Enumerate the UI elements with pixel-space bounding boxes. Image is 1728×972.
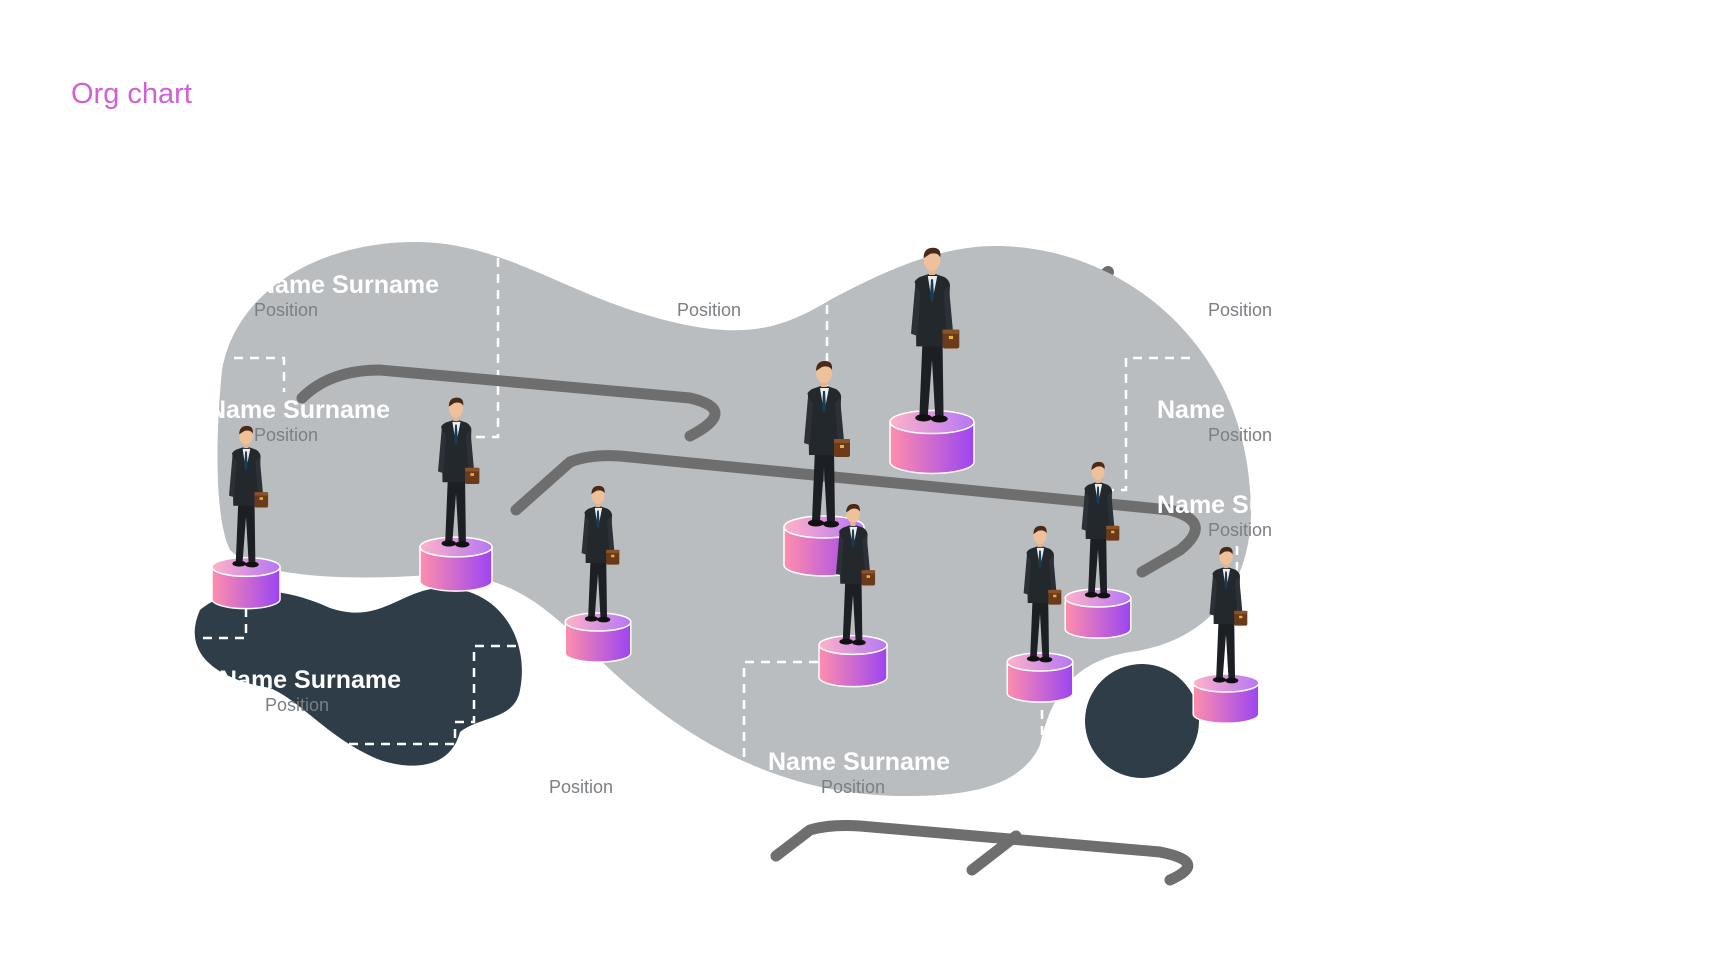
figures-layer bbox=[211, 247, 1260, 724]
pedestal-top bbox=[1192, 673, 1260, 693]
label-name-3: Name Surname bbox=[219, 666, 402, 694]
pedestal bbox=[1006, 661, 1074, 703]
pedestal-top bbox=[564, 612, 632, 632]
figure-on-pedestal bbox=[419, 397, 493, 592]
figure-on-pedestal bbox=[564, 485, 632, 663]
slide-title: Org chart bbox=[71, 78, 192, 110]
road-bottom-branch bbox=[966, 830, 1022, 876]
pedestal-top bbox=[1064, 588, 1132, 608]
background-blob-dark bbox=[194, 587, 522, 766]
label-position-8: Position bbox=[1208, 425, 1273, 445]
road-bottom bbox=[770, 820, 1194, 886]
label-name-2: Name Surname bbox=[208, 396, 391, 424]
background-circle-dark bbox=[1085, 664, 1199, 778]
label-name-7: Name Surname bbox=[768, 748, 951, 776]
pedestal-top bbox=[419, 536, 493, 558]
road-middle bbox=[510, 450, 1201, 578]
label-position-4: Position bbox=[677, 300, 742, 320]
pedestal-top bbox=[211, 556, 281, 578]
label-position-5: Position bbox=[1208, 300, 1273, 320]
pedestal-top bbox=[889, 409, 975, 435]
label-position-3: Position bbox=[265, 695, 330, 715]
figure-on-pedestal bbox=[818, 503, 888, 688]
road-upper bbox=[296, 364, 721, 442]
figure-on-pedestal bbox=[1064, 461, 1132, 639]
label-position-9: Position bbox=[1208, 520, 1273, 540]
pedestal-top bbox=[818, 634, 888, 656]
pedestal bbox=[211, 566, 281, 610]
pedestal bbox=[818, 644, 888, 688]
figure-on-pedestal bbox=[1192, 546, 1260, 724]
label-name-1: Name Surname bbox=[257, 271, 440, 299]
figure-on-pedestal bbox=[1006, 525, 1074, 703]
figure-on-pedestal bbox=[211, 425, 281, 610]
pedestal bbox=[1064, 597, 1132, 639]
pedestal bbox=[889, 421, 975, 475]
label-name-9: Name Surname bbox=[1157, 491, 1251, 519]
label-position-6: Position bbox=[549, 777, 614, 797]
label-position-2: Position bbox=[254, 425, 319, 445]
pedestal bbox=[419, 546, 493, 592]
label-position-1: Position bbox=[254, 300, 319, 320]
pedestal bbox=[1192, 682, 1260, 724]
figure-on-pedestal bbox=[889, 247, 975, 475]
pedestal bbox=[564, 621, 632, 663]
label-position-7: Position bbox=[821, 777, 886, 797]
pedestal-top bbox=[1006, 652, 1074, 672]
label-name-8: Name Surname bbox=[1157, 396, 1227, 424]
